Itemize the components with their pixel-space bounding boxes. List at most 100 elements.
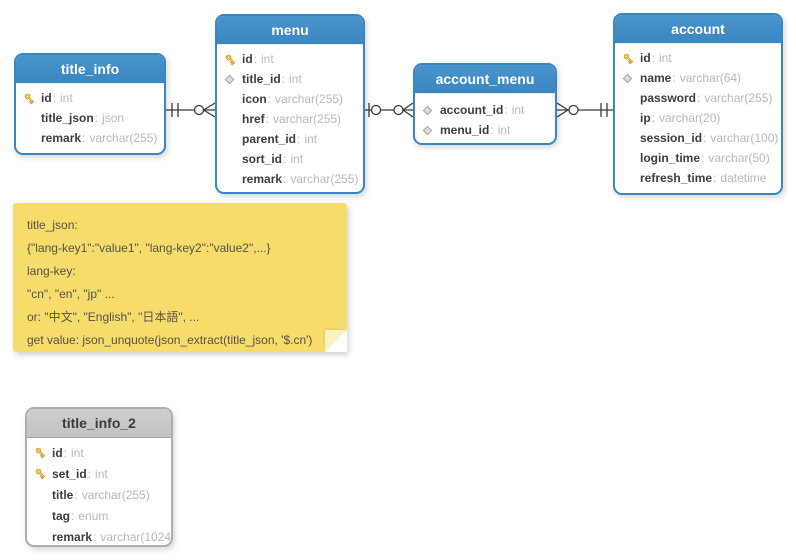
field-type: enum [78, 508, 109, 523]
field-type: int [261, 52, 274, 66]
field-row[interactable]: id int [217, 49, 359, 69]
table-account[interactable]: account id int name varchar(64) password… [613, 13, 783, 195]
field-name: password [640, 91, 700, 105]
relationship-menu-account_menu[interactable] [365, 98, 413, 122]
note-line: or: "中文", "English", "日本語", ... [27, 310, 200, 324]
field-row[interactable]: icon varchar(255) [217, 89, 359, 109]
field-row[interactable]: ip varchar(20) [615, 108, 777, 128]
field-type: varchar(100) [710, 131, 779, 145]
field-row[interactable]: sort_id int [217, 149, 359, 169]
table-header-account_menu[interactable]: account_menu [415, 65, 555, 94]
field-row[interactable]: remark varchar(255) [217, 169, 359, 189]
field-name: menu_id [440, 123, 494, 137]
field-row[interactable]: id int [615, 48, 777, 68]
field-row[interactable]: title varchar(255) [27, 484, 167, 505]
field-row[interactable]: session_id varchar(100) [615, 128, 779, 148]
field-name: login_time [640, 151, 704, 165]
field-type: varchar(255) [704, 91, 773, 105]
field-type: int [290, 152, 304, 166]
primary-key-icon [16, 92, 41, 105]
field-type: int [497, 123, 511, 137]
field-row[interactable]: href varchar(255) [217, 109, 359, 129]
field-name: id [52, 446, 67, 460]
note-line: "cn", "en", "jp" ... [27, 287, 115, 301]
field-type: int [95, 466, 108, 481]
field-name: id [242, 52, 257, 66]
note-line: lang-key: [27, 264, 76, 278]
primary-key-icon [27, 467, 52, 480]
table-body: id int name varchar(64) password varchar… [615, 44, 781, 190]
primary-key-icon [217, 53, 242, 66]
field-type: varchar(255) [290, 172, 359, 186]
table-body: account_id int menu_id int [415, 94, 555, 142]
field-row[interactable]: password varchar(255) [615, 88, 777, 108]
field-type: int [659, 51, 672, 65]
field-row[interactable]: remark varchar(1024) [27, 526, 171, 545]
table-title_info_2[interactable]: title_info_2 id int set_id int title var… [25, 407, 173, 547]
field-name: title [52, 488, 78, 502]
field-row[interactable]: id int [27, 442, 167, 463]
relationship-title_info-menu[interactable] [166, 98, 215, 122]
field-type: varchar(255) [89, 131, 158, 145]
table-header-title_info_2[interactable]: title_info_2 [27, 409, 171, 438]
table-body: id int title_json json remark varchar(25… [16, 84, 164, 150]
field-name: refresh_time [640, 171, 716, 185]
diamond-icon [415, 105, 440, 116]
field-row[interactable]: set_id int [27, 463, 167, 484]
field-name: sort_id [242, 152, 286, 166]
sticky-note[interactable]: title_json: {"lang-key1":"value1", "lang… [13, 203, 347, 352]
field-row[interactable]: tag enum [27, 505, 167, 526]
field-row[interactable]: id int [16, 88, 160, 108]
field-type: datetime [720, 171, 767, 185]
table-account_menu[interactable]: account_menu account_id int menu_id int [413, 63, 557, 145]
diamond-icon [615, 73, 640, 84]
field-type: int [60, 91, 73, 105]
field-type: int [71, 445, 84, 460]
field-row[interactable]: remark varchar(255) [16, 128, 160, 148]
primary-key-icon [615, 52, 640, 65]
field-name: title_json [41, 111, 98, 125]
field-name: title_id [242, 72, 285, 86]
table-header-account[interactable]: account [615, 15, 781, 44]
field-type: json [102, 111, 125, 125]
field-name: name [640, 71, 676, 85]
field-name: tag [52, 509, 74, 523]
note-fold-corner [325, 330, 347, 352]
note-line: title_json: [27, 218, 78, 232]
primary-key-icon [27, 446, 52, 459]
field-name: remark [52, 530, 96, 544]
field-name: href [242, 112, 269, 126]
field-row[interactable]: name varchar(64) [615, 68, 777, 88]
field-type: varchar(50) [708, 151, 770, 165]
field-type: varchar(64) [679, 71, 742, 85]
field-name: id [41, 91, 56, 105]
field-row[interactable]: title_id int [217, 69, 359, 89]
field-name: account_id [440, 103, 508, 117]
field-row[interactable]: menu_id int [415, 120, 551, 140]
field-type: varchar(255) [273, 112, 342, 126]
table-header-title_info[interactable]: title_info [16, 55, 164, 84]
note-line: get value: json_unquote(json_extract(tit… [27, 333, 313, 347]
field-name: ip [640, 111, 655, 125]
field-type: varchar(255) [81, 487, 150, 502]
field-name: session_id [640, 131, 706, 145]
field-row[interactable]: refresh_time datetime [615, 168, 777, 188]
field-name: set_id [52, 467, 91, 481]
table-title_info[interactable]: title_info id int title_json json remark… [14, 53, 166, 155]
table-menu[interactable]: menu id int title_id int icon varchar(25… [215, 14, 365, 194]
field-row[interactable]: account_id int [415, 100, 551, 120]
field-row[interactable]: login_time varchar(50) [615, 148, 777, 168]
field-row[interactable]: title_json json [16, 108, 160, 128]
note-line: {"lang-key1":"value1", "lang-key2":"valu… [27, 241, 271, 255]
field-name: icon [242, 92, 271, 106]
field-row[interactable]: parent_id int [217, 129, 359, 149]
field-type: int [304, 132, 318, 146]
field-type: varchar(255) [275, 92, 344, 106]
field-type: varchar(1024) [100, 529, 173, 544]
relationship-account_menu-account[interactable] [557, 98, 613, 122]
table-body: id int set_id int title varchar(255) tag… [27, 438, 171, 545]
field-type: varchar(20) [659, 111, 721, 125]
table-header-menu[interactable]: menu [217, 16, 363, 45]
field-name: remark [242, 172, 286, 186]
